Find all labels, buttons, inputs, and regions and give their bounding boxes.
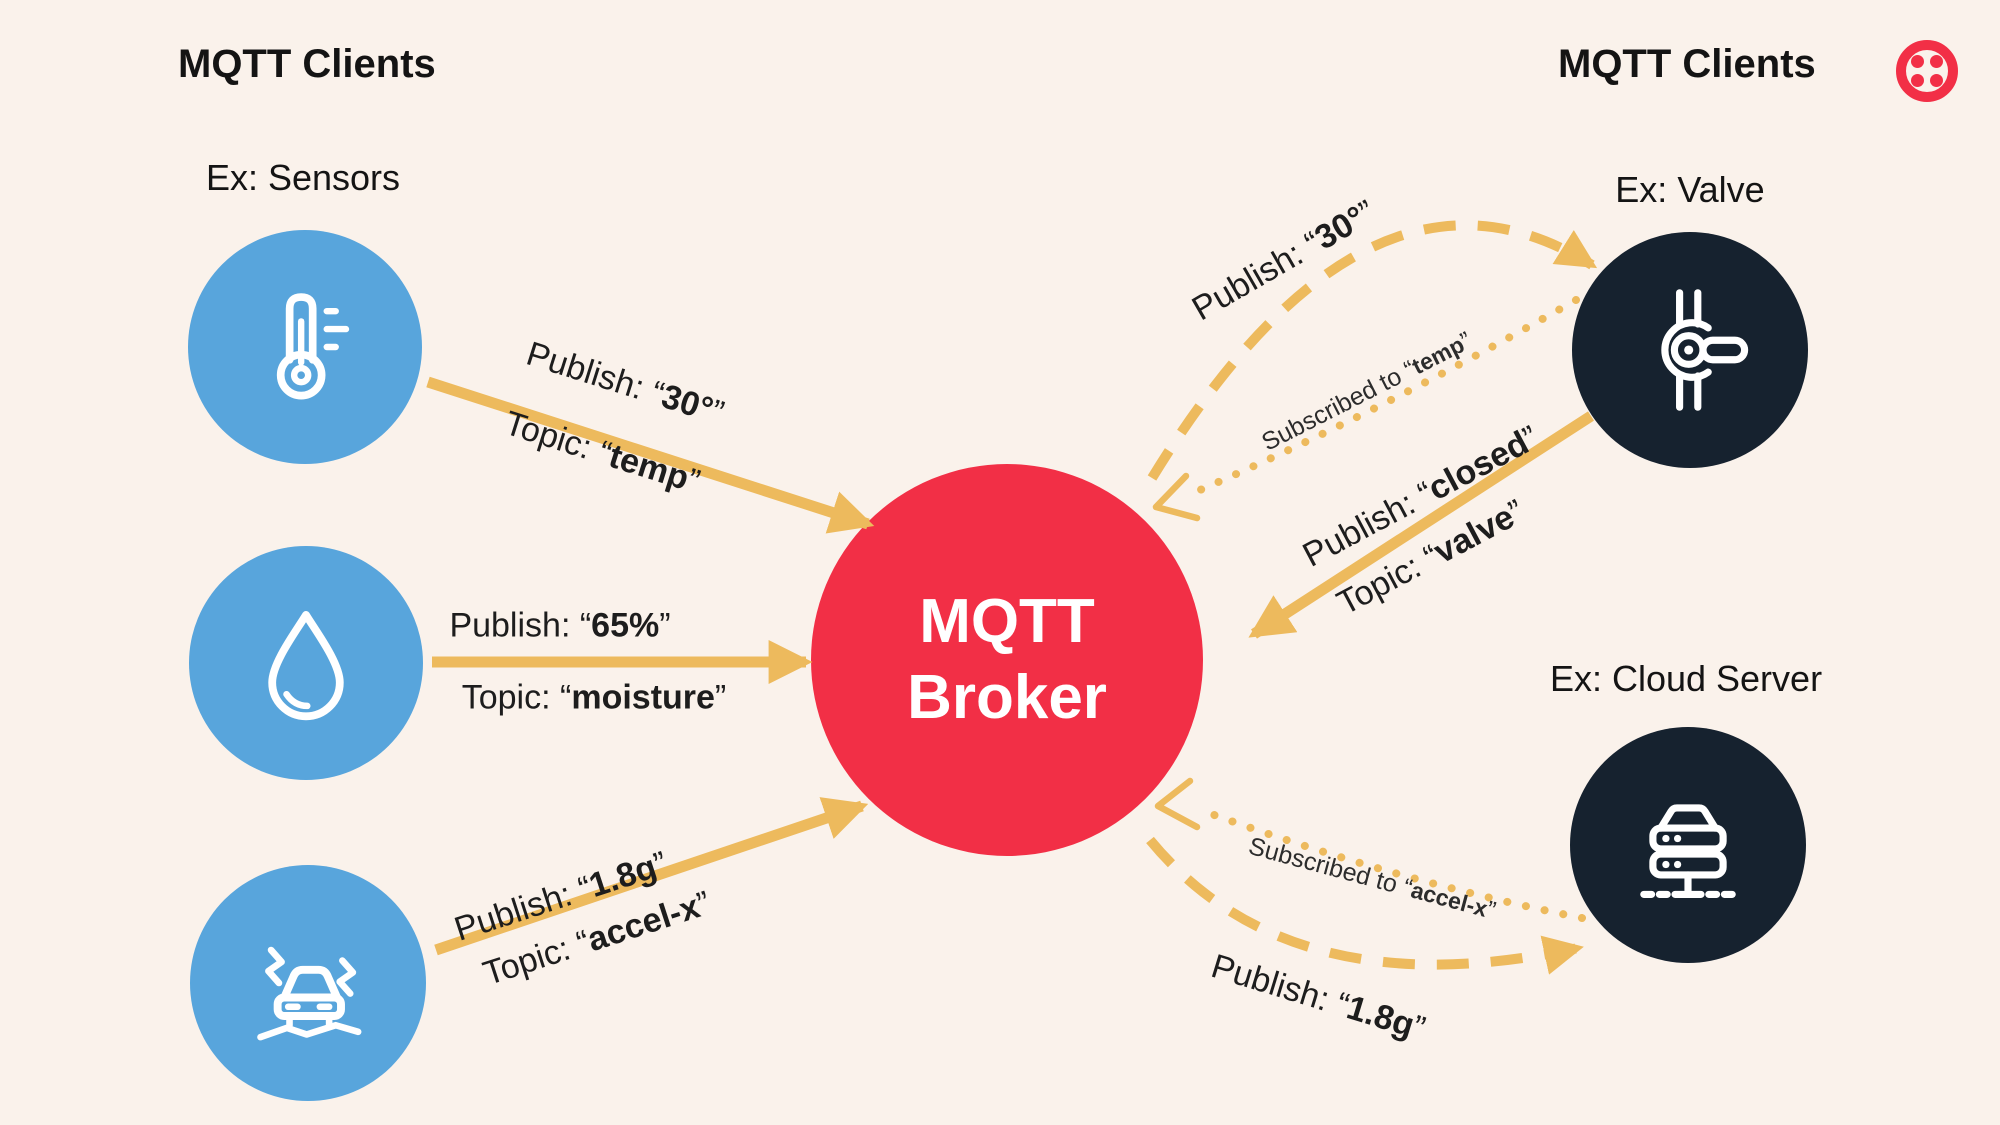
broker-title-line2: Broker: [907, 663, 1107, 732]
valve-icon: [1661, 289, 1749, 411]
valve-subscribed-arrowhead-icon: [1152, 472, 1201, 522]
moisture-publish-label: Publish: “65%”: [449, 607, 670, 646]
cloud-subscribed-arrowhead-icon: [1154, 777, 1201, 831]
sensors-group-label: Ex: Sensors: [205, 157, 401, 198]
valve-subscribed-dotted-line: [1196, 296, 1580, 494]
broker-title-line1: MQTT: [919, 587, 1095, 657]
moisture-droplet-icon: [268, 611, 344, 721]
valve-group-label: Ex: Valve: [1615, 169, 1765, 210]
label-value: moisture: [571, 678, 715, 717]
temp-publish-arrow: [426, 376, 875, 534]
twilio-logo-icon: [1896, 40, 1958, 102]
label-value: 65%: [591, 606, 660, 645]
thermometer-icon: [276, 293, 350, 400]
heading-right-mqtt-clients: MQTT Clients: [1558, 42, 1816, 86]
twilio-logo-dot: [1930, 55, 1943, 68]
accel-publish-arrow: [434, 797, 869, 956]
label-suffix: ”: [659, 606, 671, 645]
twilio-logo-dot: [1930, 74, 1943, 87]
twilio-logo-dot: [1911, 55, 1924, 68]
accelerometer-sensor-node: [190, 865, 426, 1101]
label-suffix: ”: [714, 678, 727, 717]
moisture-sensor-node: [189, 546, 423, 780]
valve-client-node: [1572, 232, 1808, 468]
cloud-server-client-node: [1570, 727, 1806, 963]
broker-title: MQTT Broker: [907, 584, 1107, 735]
valve-publish-arrow: [1248, 411, 1594, 639]
mqtt-broker-node: MQTT Broker: [811, 464, 1203, 856]
cloud-subscribed-dotted-line: [1202, 808, 1586, 922]
moisture-topic-label: Topic: “moisture”: [462, 679, 727, 718]
label-prefix: Publish: “: [449, 606, 592, 645]
car-vibration-icon: [257, 946, 362, 1041]
cloud-server-icon: [1640, 804, 1736, 898]
cloud-group-label: Ex: Cloud Server: [1549, 658, 1823, 699]
label-prefix: Topic: “: [461, 678, 572, 717]
temperature-sensor-node: [188, 230, 422, 464]
broker-to-cloud-publish-dashed-arrow: [1146, 836, 1584, 975]
heading-left-mqtt-clients: MQTT Clients: [178, 42, 436, 86]
twilio-logo-dot: [1911, 74, 1924, 87]
